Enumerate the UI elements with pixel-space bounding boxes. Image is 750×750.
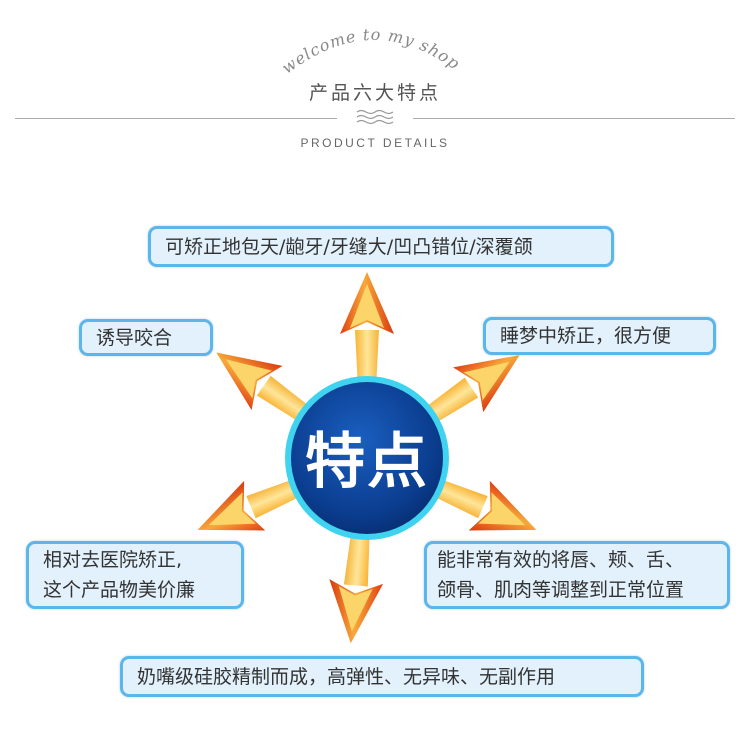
feature-box-top: 可矫正地包天/龅牙/牙缝大/凹凸错位/深覆颌 bbox=[148, 226, 614, 267]
divider-left bbox=[15, 118, 337, 119]
feature-text: 奶嘴级硅胶精制而成，高弹性、无异味、无副作用 bbox=[137, 665, 556, 688]
page-title: 产品六大特点 bbox=[308, 82, 441, 104]
feature-box-upper-left: 诱导咬合 bbox=[79, 319, 213, 356]
feature-text: 睡梦中矫正，很方便 bbox=[500, 325, 672, 347]
feature-box-lower-right: 能非常有效的将唇、颊、舌、 颌骨、肌肉等调整到正常位置 bbox=[424, 541, 730, 609]
feature-text-line1: 相对去医院矫正, bbox=[43, 549, 183, 571]
feature-text-line2: 颌骨、肌肉等调整到正常位置 bbox=[437, 579, 685, 601]
feature-box-upper-right: 睡梦中矫正，很方便 bbox=[483, 317, 716, 355]
feature-text: 可矫正地包天/龅牙/牙缝大/凹凸错位/深覆颌 bbox=[165, 235, 533, 258]
arrow-down bbox=[329, 526, 384, 644]
feature-text: 诱导咬合 bbox=[96, 326, 173, 349]
wave-icon bbox=[356, 109, 394, 125]
feature-box-bottom: 奶嘴级硅胶精制而成，高弹性、无异味、无副作用 bbox=[120, 656, 644, 697]
page-subtitle: PRODUCT DETAILS bbox=[300, 136, 450, 150]
welcome-script-text: welcome to my shop bbox=[278, 25, 464, 78]
feature-box-lower-left: 相对去医院矫正, 这个产品物美价廉 bbox=[26, 541, 244, 609]
feature-text-line2: 这个产品物美价廉 bbox=[43, 579, 196, 601]
center-circle bbox=[291, 382, 443, 534]
feature-text-line1: 能非常有效的将唇、颊、舌、 bbox=[437, 549, 685, 571]
arrow-up bbox=[340, 272, 394, 388]
center-label: 特点 bbox=[305, 427, 429, 497]
divider-right bbox=[413, 118, 735, 119]
